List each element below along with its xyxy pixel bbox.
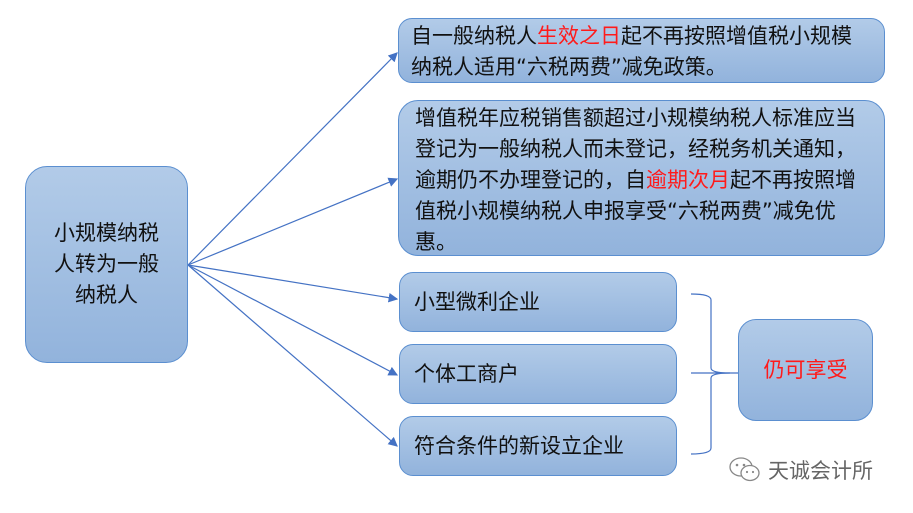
arrow-to-item2 <box>187 264 399 376</box>
watermark: 天诚会计所 <box>728 455 873 485</box>
result-box: 仍可享受 <box>738 319 873 421</box>
highlight-text: 生效之日 <box>537 24 621 48</box>
result-label: 仍可享受 <box>763 357 848 382</box>
arrow-to-box2 <box>187 177 399 266</box>
arrow-to-item1 <box>187 264 399 303</box>
source-node: 小规模纳税人转为一般纳税人 <box>25 166 188 363</box>
wechat-icon <box>729 457 760 482</box>
arrow-to-item3 <box>187 264 398 447</box>
text: 起不再按照增值税小规模纳税人适用“六税两费”减免政策。 <box>411 24 852 79</box>
highlight-text: 逾期次月 <box>646 168 730 192</box>
item-box: 个体工商户 <box>399 344 677 404</box>
item-label: 符合条件的新设立企业 <box>414 433 624 458</box>
item-label: 小型微利企业 <box>414 289 540 314</box>
watermark-text: 天诚会计所 <box>768 459 873 483</box>
item-box: 小型微利企业 <box>399 272 677 332</box>
text: 起不再按照增值税小规模纳税人申报享受“六税两费”减免优惠。 <box>415 168 856 254</box>
rule-box-effective-date: 自一般纳税人生效之日起不再按照增值税小规模纳税人适用“六税两费”减免政策。 <box>398 18 885 83</box>
arrow-to-box1 <box>187 52 398 266</box>
text: 自一般纳税人 <box>411 24 537 48</box>
item-box: 符合条件的新设立企业 <box>399 416 677 476</box>
right-brace <box>690 293 731 455</box>
item-label: 个体工商户 <box>414 361 519 386</box>
rule-box-overdue: 增值税年应税销售额超过小规模纳税人标准应当登记为一般纳税人而未登记，经税务机关通… <box>398 100 885 256</box>
source-label: 小规模纳税人转为一般纳税人 <box>54 221 159 307</box>
text: 增值税年应税销售额超过小规模纳税人标准应当登记为一般纳税人而未登记，经税务机关通… <box>415 106 856 192</box>
